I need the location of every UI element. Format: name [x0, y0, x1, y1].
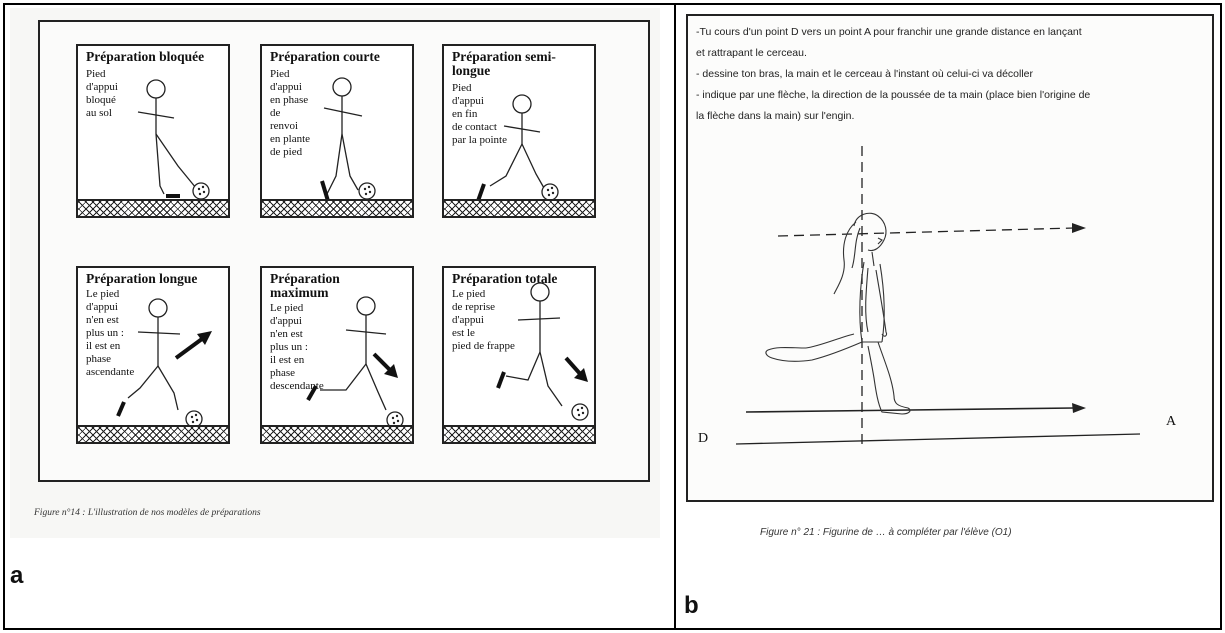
figure-caption-b: Figure n° 21 : Figurine de … à compléter…	[760, 527, 1012, 538]
runner-scene	[688, 16, 1216, 504]
point-a-label: A	[1166, 414, 1176, 430]
panel-label-a: a	[10, 562, 23, 590]
figure-caption-a: Figure n°14 : L'illustration de nos modè…	[34, 508, 261, 518]
box-preparation-semi-longue: Préparation semi- longue Pied d'appui en…	[442, 44, 596, 218]
box-preparation-courte: Préparation courte Pied d'appui en phase…	[260, 44, 414, 218]
box-preparation-totale: Préparation totale Le pied de reprise d'…	[442, 266, 596, 444]
ground-hatching	[78, 425, 228, 442]
horizontal-dashed-line	[778, 228, 1074, 236]
stick-figure-courte	[262, 46, 416, 220]
stick-figure-bloquee	[78, 46, 232, 220]
ground-hatching	[444, 199, 594, 216]
box-preparation-longue: Préparation longue Le pied d'appui n'en …	[76, 266, 230, 444]
ground-hatching	[262, 425, 412, 442]
ground-hatching	[78, 199, 228, 216]
baseline-d-a	[736, 434, 1140, 444]
scan-image-b: -Tu cours d'un point D vers un point A p…	[686, 14, 1214, 502]
ground-hatching	[444, 425, 594, 442]
point-d-label: D	[698, 431, 708, 447]
dashed-arrow-head	[1072, 223, 1086, 233]
ground-hatching	[262, 199, 412, 216]
stick-figure-totale	[444, 268, 598, 446]
column-divider	[674, 3, 676, 630]
ground-arrow-head	[1072, 403, 1086, 413]
preparation-figure-frame: Préparation bloquée Pied d'appui bloqué …	[38, 20, 650, 482]
box-preparation-maximum: Préparation maximum Le pied d'appui n'en…	[260, 266, 414, 444]
stick-figure-maximum	[262, 268, 416, 446]
box-preparation-bloquee: Préparation bloquée Pied d'appui bloqué …	[76, 44, 230, 218]
stick-figure-longue	[78, 268, 232, 446]
stick-figure-semi-longue	[444, 46, 598, 220]
panel-label-b: b	[684, 592, 699, 620]
runner-girl-drawing	[766, 213, 910, 414]
